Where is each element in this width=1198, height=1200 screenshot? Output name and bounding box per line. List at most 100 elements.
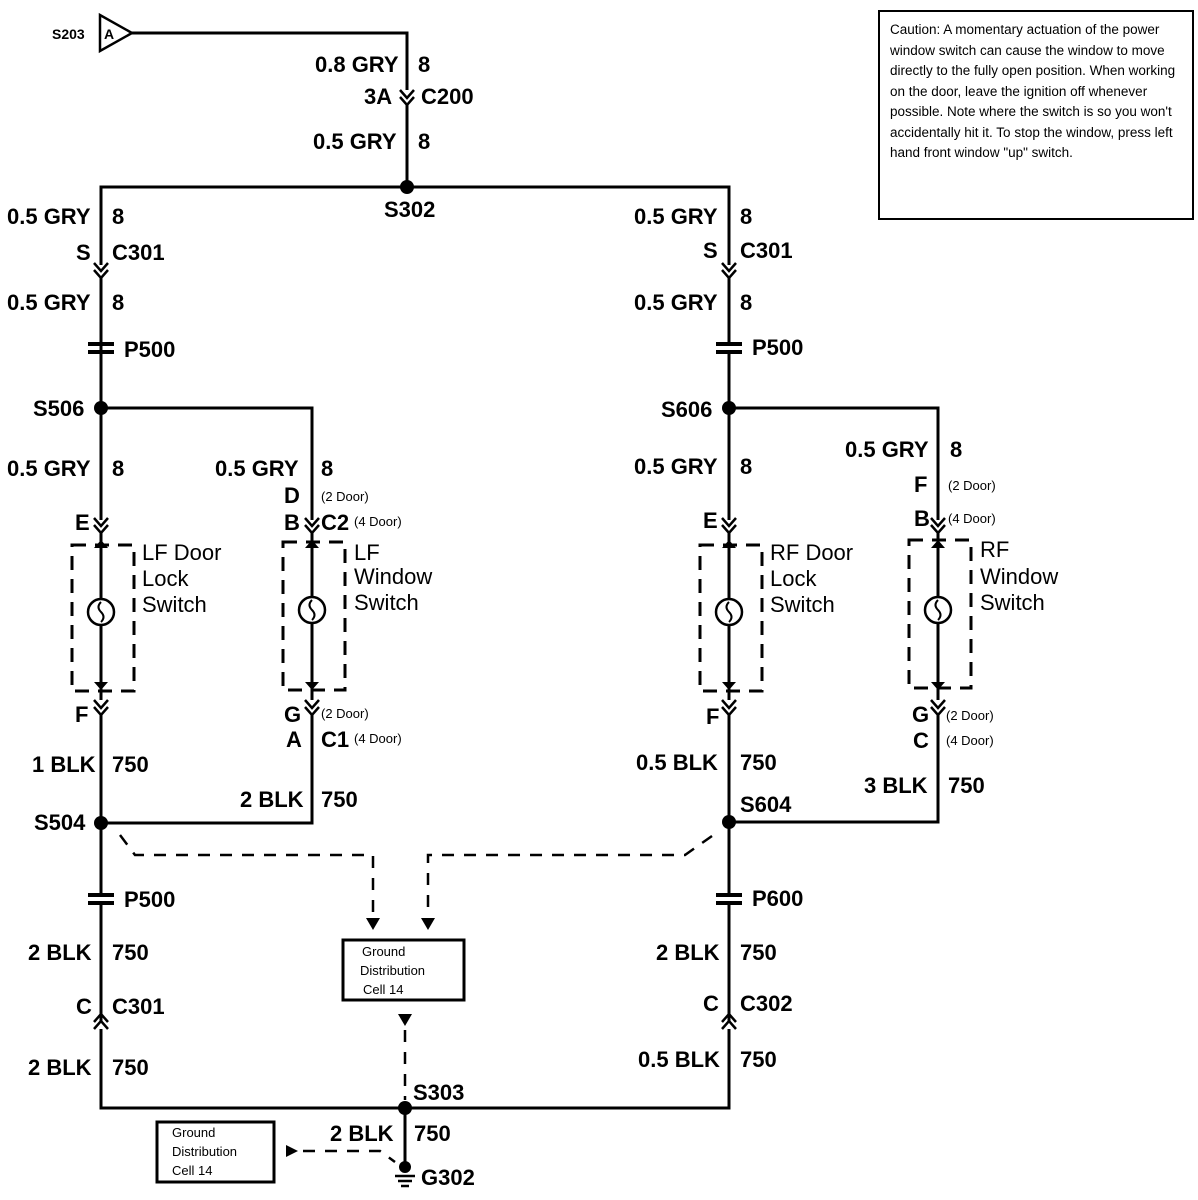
lf-lock-pin-bottom: F — [75, 702, 88, 727]
gd1-line3: Cell 14 — [363, 982, 403, 997]
rf-window-top-terminal — [930, 517, 946, 535]
left-p500-grommet — [88, 342, 114, 354]
lf-window-note-2door-top: (2 Door) — [321, 489, 369, 504]
right-wire4-circuit: 750 — [740, 1047, 777, 1072]
left-window-wire-circuit: 8 — [321, 456, 333, 481]
source-wire — [132, 31, 409, 90]
rf-lock-switch-line1: RF Door — [770, 540, 853, 565]
lf-window-switch-box — [281, 540, 347, 692]
left-ground-dashed-link — [119, 834, 375, 915]
rf-window-pin-4door-top: B — [914, 506, 930, 531]
ground-down-arrow — [398, 1014, 412, 1026]
ground-symbol-icon — [395, 1161, 415, 1188]
right-window-ground-circuit: 750 — [948, 773, 985, 798]
right-p500-grommet — [716, 342, 742, 354]
lf-lock-switch-line3: Switch — [142, 592, 207, 617]
left-wire2-label: 0.5 GRY — [7, 290, 91, 315]
left-c301b-pin: C — [76, 994, 92, 1019]
lf-lock-switch-line2: Lock — [142, 566, 189, 591]
rf-lock-pin-top: E — [703, 508, 718, 533]
right-c301-label: C301 — [740, 238, 793, 263]
right-window-feed-wire — [729, 406, 940, 520]
rf-window-pin-2door-top: F — [914, 472, 927, 497]
ground-side-dashed-link — [303, 1149, 396, 1164]
left-window-ground-wire — [101, 715, 314, 825]
rf-window-pin-2door-bot: G — [912, 702, 929, 727]
rf-window-switch-box — [907, 538, 973, 690]
lf-lock-bottom-terminal — [93, 699, 109, 717]
right-ground-dashed-link — [426, 834, 713, 915]
lf-window-note-4door-top: (4 Door) — [354, 514, 402, 529]
caution-note: Caution: A momentary actuation of the po… — [878, 10, 1194, 220]
g302-label: G302 — [421, 1165, 475, 1190]
left-p500b-label: P500 — [124, 887, 175, 912]
gd2-line1: Ground — [172, 1125, 215, 1140]
left-c301b-label: C301 — [112, 994, 165, 1019]
right-ground-arrow — [421, 918, 435, 930]
right-c301-terminal — [721, 262, 737, 280]
right-wire2-circuit: 8 — [740, 290, 752, 315]
rf-window-note-2door-top: (2 Door) — [948, 478, 996, 493]
left-p500b-grommet — [88, 893, 114, 905]
c200-label: C200 — [421, 84, 474, 109]
rf-lock-bottom-terminal — [721, 699, 737, 717]
lf-door-lock-switch-icon — [86, 533, 116, 700]
lf-window-pin-2door-top: D — [284, 483, 300, 508]
rf-window-switch-icon — [923, 533, 953, 700]
s606-label: S606 — [661, 397, 712, 422]
rf-window-bottom-terminal — [930, 699, 946, 717]
right-wire1-label: 0.5 GRY — [634, 204, 718, 229]
left-wire4-circuit: 750 — [112, 1055, 149, 1080]
s302-label: S302 — [384, 197, 435, 222]
rf-door-lock-switch-icon — [714, 533, 744, 700]
right-lock-wire-circuit: 8 — [740, 454, 752, 479]
left-wire3-circuit: 750 — [112, 940, 149, 965]
rf-window-switch-line1: RF — [980, 537, 1009, 562]
right-wire4-label: 0.5 BLK — [638, 1047, 720, 1072]
right-lock-ground-label: 0.5 BLK — [636, 750, 718, 775]
rf-window-switch-line2: Window — [980, 564, 1058, 589]
lf-lock-switch-line1: LF Door — [142, 540, 221, 565]
lf-window-switch-line1: LF — [354, 540, 380, 565]
s504-splice-dot — [94, 816, 108, 830]
left-ground-arrow — [366, 918, 380, 930]
left-window-ground-label: 2 BLK — [240, 787, 304, 812]
lf-window-note-4door-bot: (4 Door) — [354, 731, 402, 746]
rf-window-note-2door-bot: (2 Door) — [946, 708, 994, 723]
left-window-feed-wire — [101, 406, 314, 520]
s504-label: S504 — [34, 810, 86, 835]
lf-window-pin-4door-top: B — [284, 510, 300, 535]
top-wire2-circuit: 8 — [418, 129, 430, 154]
right-p600-grommet — [716, 893, 742, 905]
lf-window-switch-line3: Switch — [354, 590, 419, 615]
left-wire4-label: 2 BLK — [28, 1055, 92, 1080]
left-window-ground-circuit: 750 — [321, 787, 358, 812]
right-lock-ground-circuit: 750 — [740, 750, 777, 775]
right-window-wire-label: 0.5 GRY — [845, 437, 929, 462]
top-wire1-circuit: 8 — [418, 52, 430, 77]
lf-window-conn-top: C2 — [321, 510, 349, 535]
s302-bus-wire — [99, 185, 731, 265]
s303-label: S303 — [413, 1080, 464, 1105]
right-p500-label: P500 — [752, 335, 803, 360]
lf-window-top-terminal — [304, 517, 320, 535]
ground-side-arrow — [286, 1145, 298, 1157]
s302-splice-dot — [400, 180, 414, 194]
rf-lock-switch-line2: Lock — [770, 566, 817, 591]
lf-lock-top-terminal — [93, 517, 109, 535]
left-wire3-label: 2 BLK — [28, 940, 92, 965]
c200-terminal — [399, 89, 415, 107]
rf-lock-switch-line3: Switch — [770, 592, 835, 617]
lf-window-switch-icon — [297, 533, 327, 700]
ground-distribution-box-2: Ground Distribution Cell 14 — [155, 1120, 276, 1184]
left-lock-wire-label: 0.5 GRY — [7, 456, 91, 481]
right-wire1-circuit: 8 — [740, 204, 752, 229]
right-wire2-label: 0.5 GRY — [634, 290, 718, 315]
right-wire3-circuit: 750 — [740, 940, 777, 965]
left-wire1-label: 0.5 GRY — [7, 204, 91, 229]
left-lock-wire-circuit: 8 — [112, 456, 124, 481]
source-connector-letter: A — [104, 26, 114, 42]
gd2-line3: Cell 14 — [172, 1163, 212, 1178]
right-c301-pin: S — [703, 238, 718, 263]
